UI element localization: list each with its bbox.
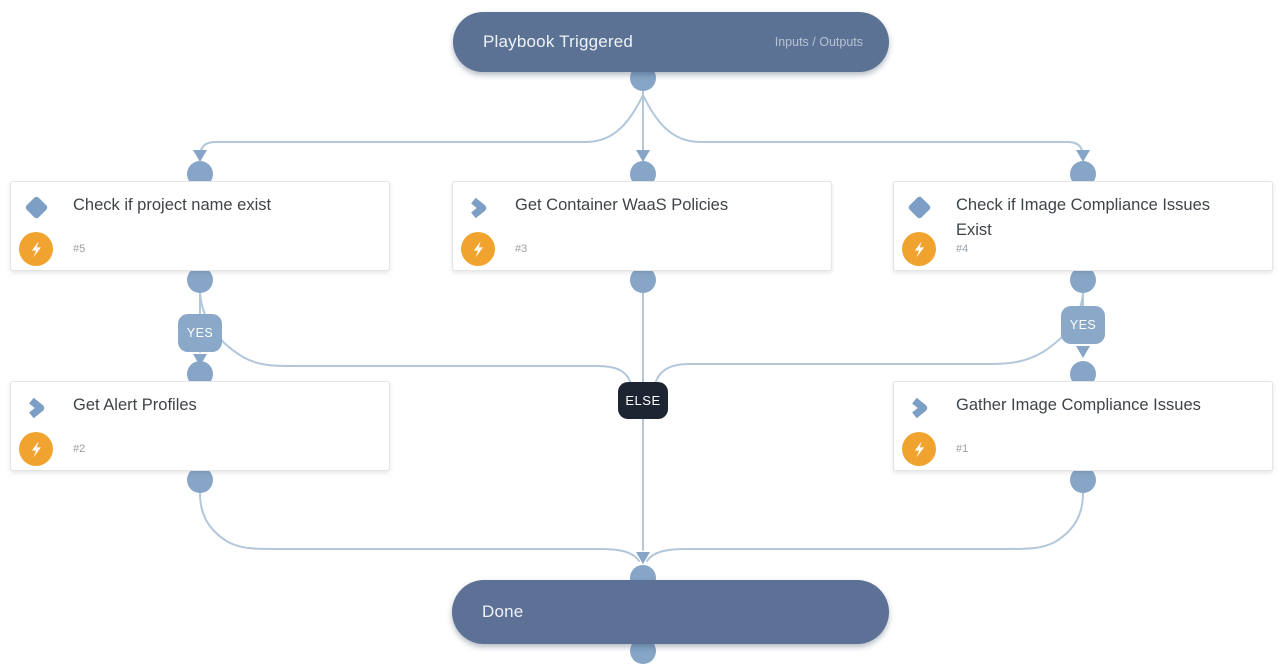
trigger-title: Playbook Triggered	[483, 32, 634, 51]
task-number: #3	[515, 243, 528, 255]
task-number: #4	[956, 243, 969, 255]
condition-icon	[24, 195, 49, 220]
task-title: Get Container WaaS Policies	[515, 196, 729, 214]
branch-label-text: YES	[186, 326, 214, 340]
branch-label-text: ELSE	[625, 393, 661, 408]
done-title: Done	[482, 602, 524, 621]
task-node-get-container-waas-policies[interactable]: Get Container WaaS Policies #3	[452, 181, 832, 271]
task-title: Check if project name exist	[73, 196, 272, 214]
automation-bolt-icon	[19, 232, 53, 266]
condition-icon	[907, 195, 932, 220]
branch-label-yes-left: YES	[178, 314, 222, 352]
automation-bolt-icon	[19, 432, 53, 466]
task-node-get-alert-profiles[interactable]: Get Alert Profiles #2	[10, 381, 390, 471]
automation-bolt-icon	[902, 432, 936, 466]
trigger-node[interactable]: Playbook Triggered Inputs / Outputs	[453, 12, 889, 72]
connector-arrows	[193, 150, 1090, 564]
inputs-outputs-link[interactable]: Inputs / Outputs	[774, 35, 863, 49]
task-node-check-project-name[interactable]: Check if project name exist #5	[10, 181, 390, 271]
task-node-gather-image-compliance[interactable]: Gather Image Compliance Issues #1	[893, 381, 1273, 471]
task-node-check-image-compliance[interactable]: Check if Image Compliance Issues Exist #…	[893, 181, 1273, 271]
task-title: Get Alert Profiles	[73, 396, 197, 414]
task-title: Gather Image Compliance Issues	[956, 396, 1201, 414]
task-chevron-icon	[908, 397, 930, 419]
task-number: #1	[956, 443, 969, 455]
branch-label-yes-right: YES	[1061, 306, 1105, 344]
task-title: Check if Image Compliance Issues Exist	[956, 196, 1211, 239]
branch-label-else: ELSE	[618, 382, 668, 419]
task-number: #5	[73, 243, 86, 255]
automation-bolt-icon	[461, 232, 495, 266]
task-chevron-icon	[25, 397, 47, 419]
branch-label-text: YES	[1069, 318, 1097, 332]
task-number: #2	[73, 443, 86, 455]
task-chevron-icon	[467, 197, 489, 219]
done-node[interactable]: Done	[452, 580, 889, 644]
automation-bolt-icon	[902, 232, 936, 266]
